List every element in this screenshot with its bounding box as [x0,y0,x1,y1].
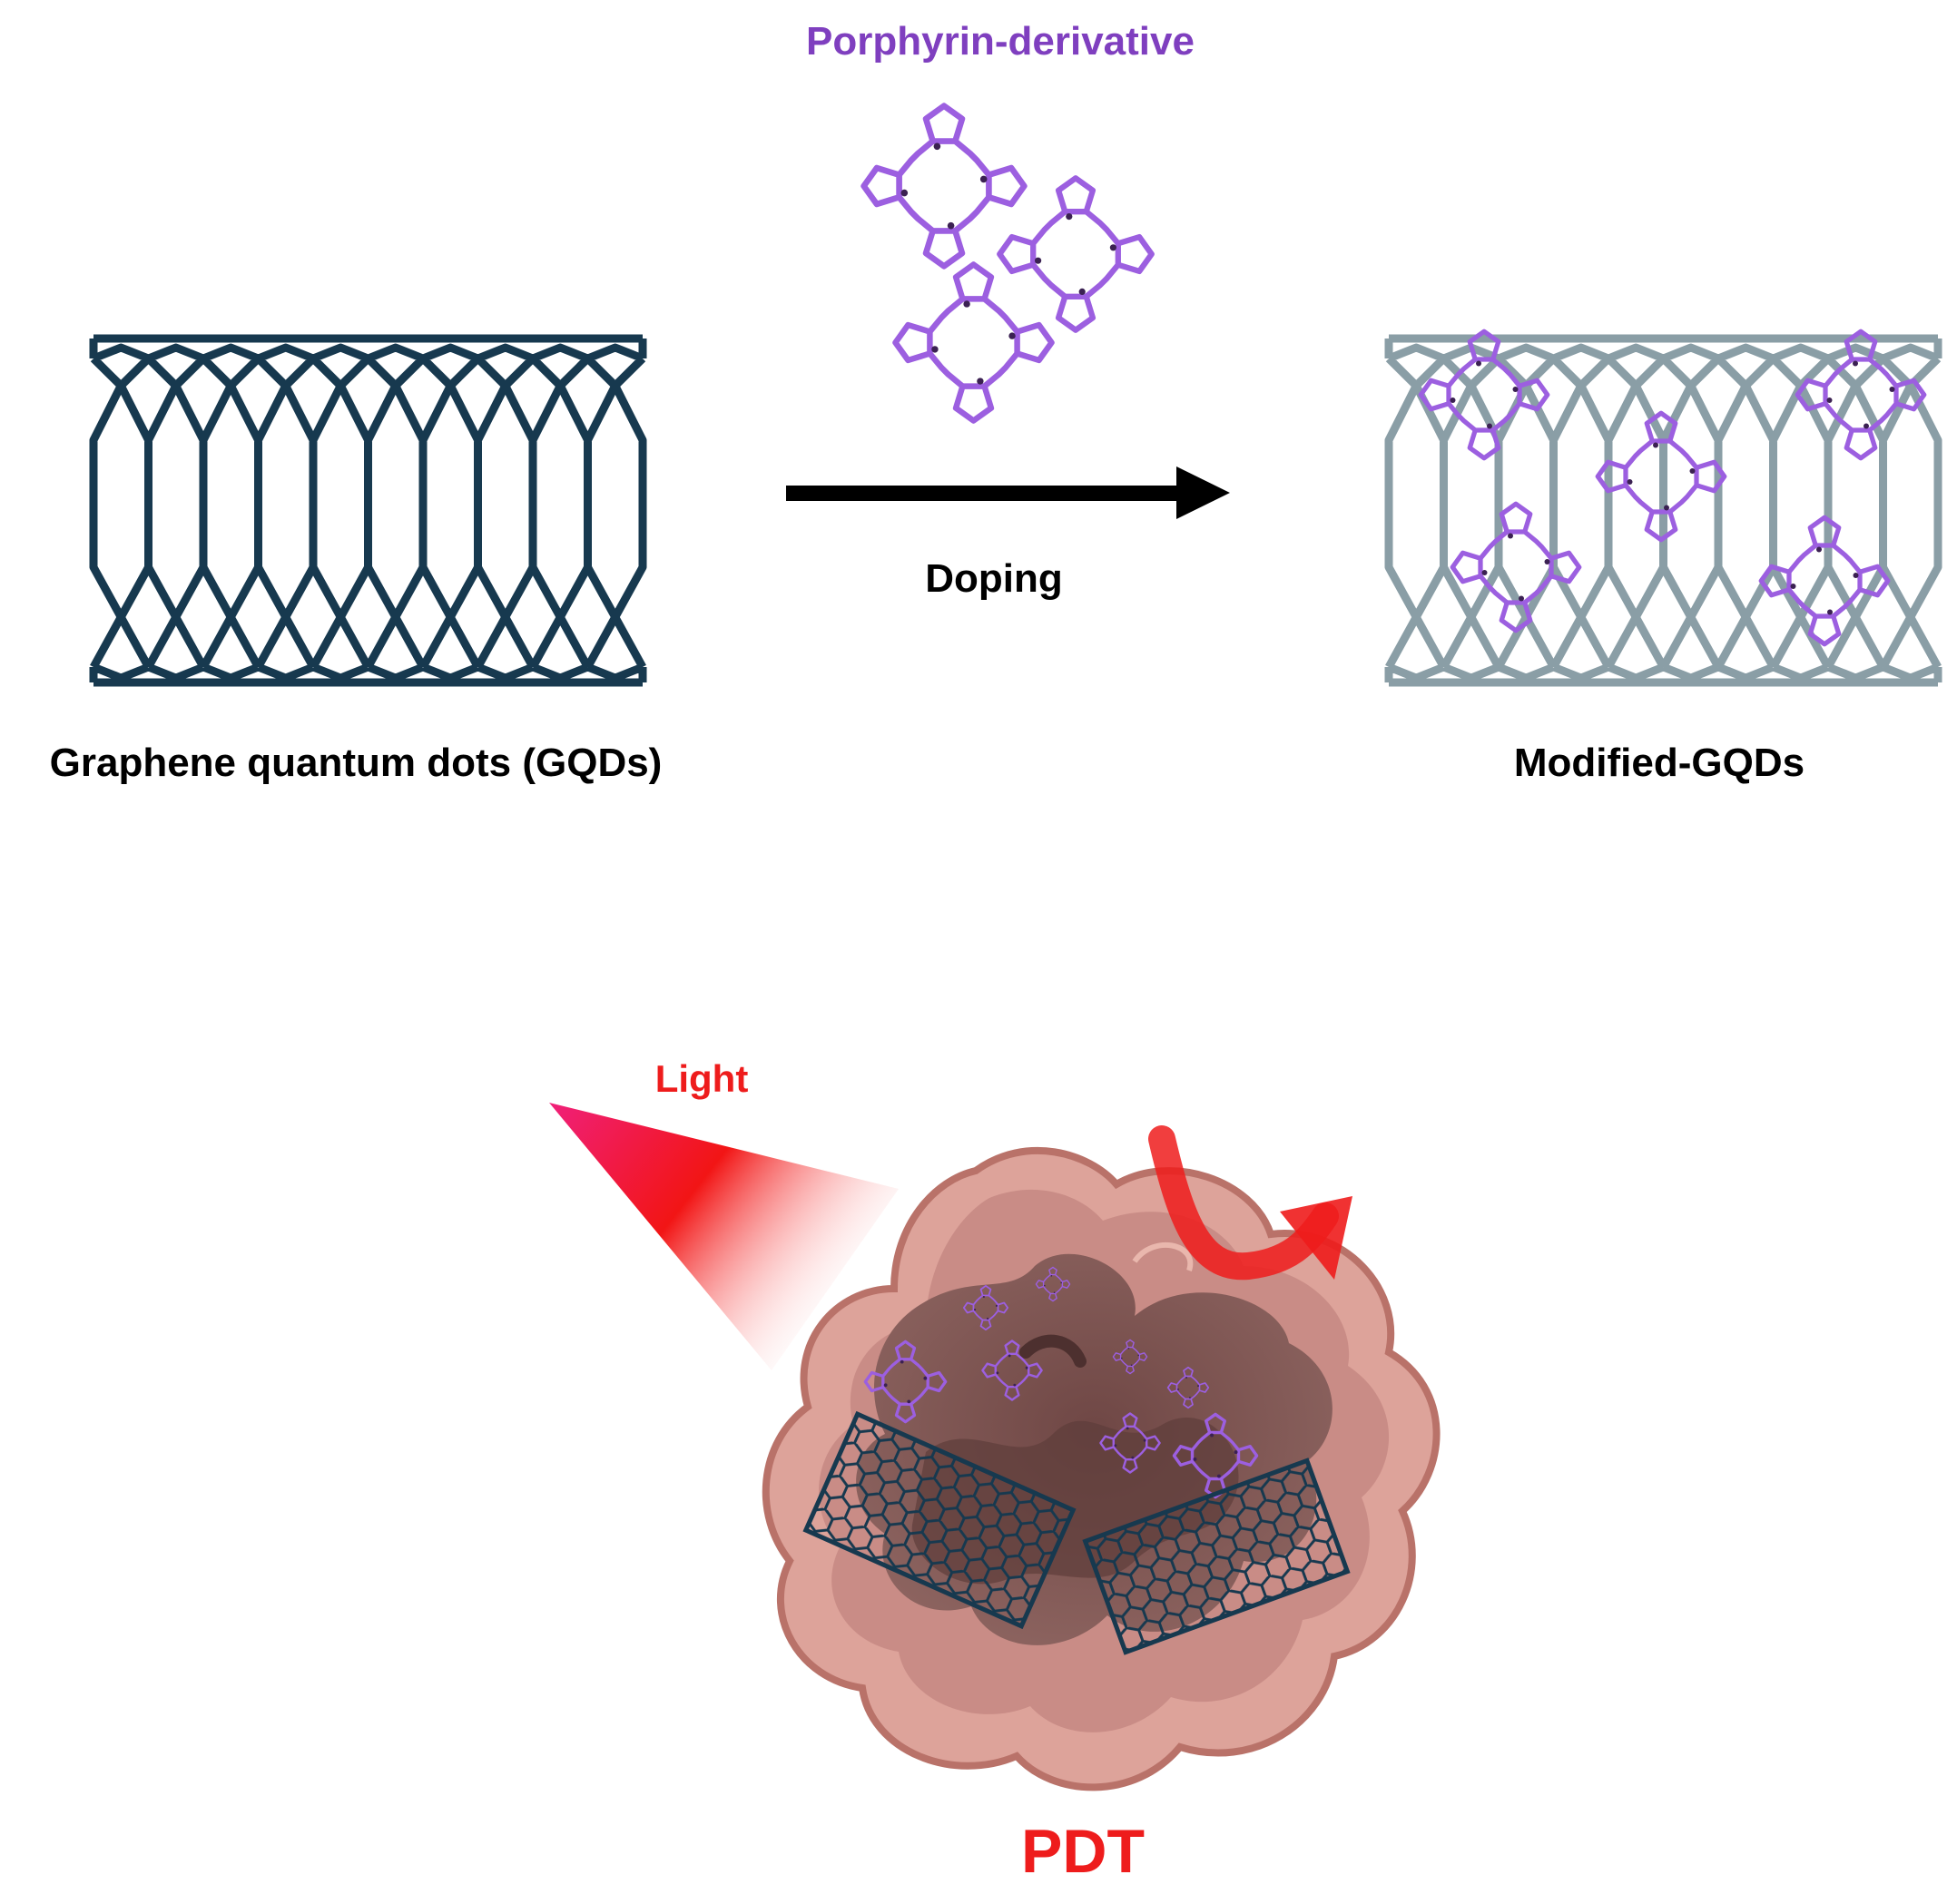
lattice-bonds [1384,334,1942,687]
porphyrin-molecule [864,106,1025,267]
nanotube-right [1082,1457,1351,1655]
doping-label: Doping [925,556,1063,601]
porphyrin-label: Porphyrin-derivative [806,19,1195,64]
red-curved-arrow [1148,1125,1352,1281]
porphyrin-molecule [999,178,1151,329]
light-beam [549,1103,899,1370]
modified-graphene-lattice [1384,334,1942,687]
modified-gqds-label: Modified-GQDs [1514,741,1805,785]
light-label: Light [655,1057,749,1100]
gqds-label: Graphene quantum dots (GQDs) [50,741,663,785]
lattice-bonds [89,334,647,687]
nanotube-left [802,1410,1077,1630]
porphyrin-molecule [895,264,1051,420]
doping-arrow [786,466,1230,519]
pdt-label: PDT [1021,1817,1145,1886]
porphyrin-molecules [864,106,1152,421]
graphene-lattice [89,334,647,687]
